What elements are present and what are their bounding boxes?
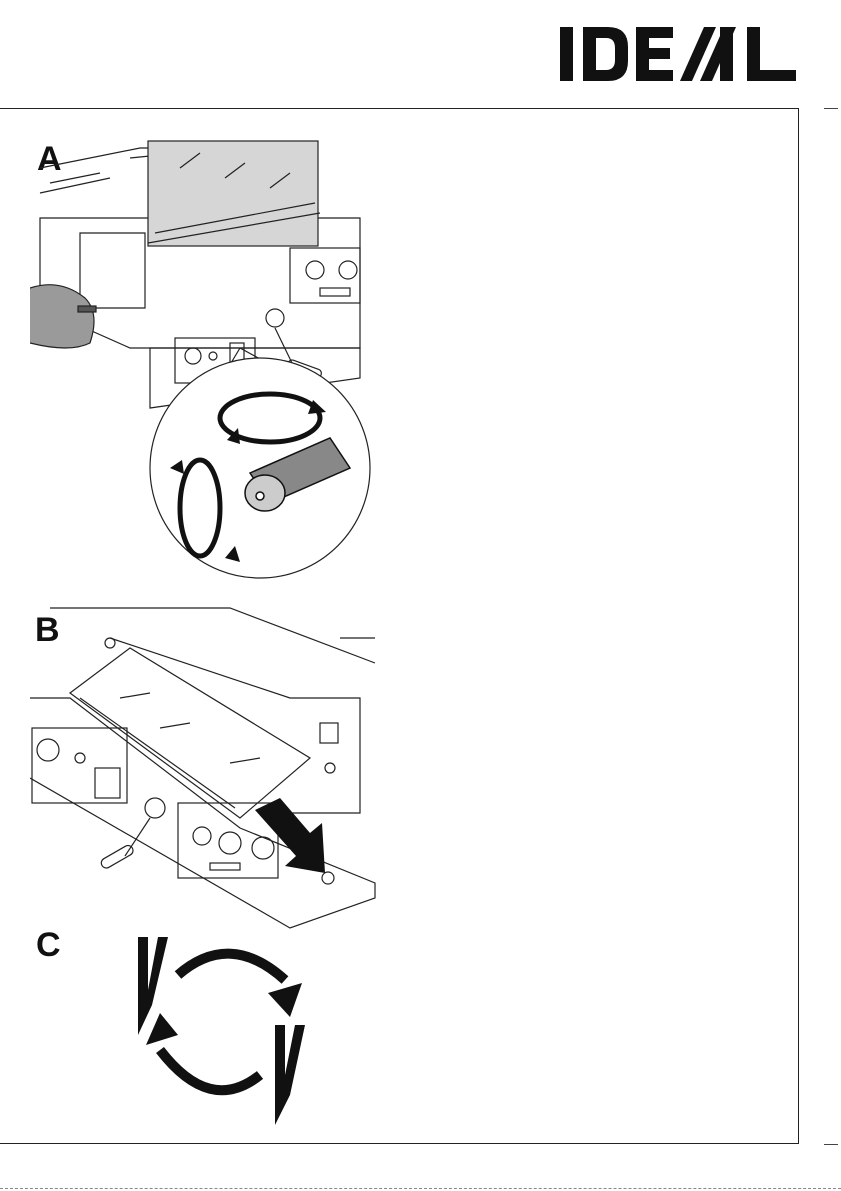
margin-tick <box>824 108 838 109</box>
cut-line <box>0 1188 841 1189</box>
figure-b-illustration <box>30 598 380 938</box>
margin-tick <box>824 1144 838 1145</box>
figure-a-illustration <box>30 138 385 593</box>
figure-c-illustration <box>130 935 320 1130</box>
ideal-logo <box>556 25 800 83</box>
